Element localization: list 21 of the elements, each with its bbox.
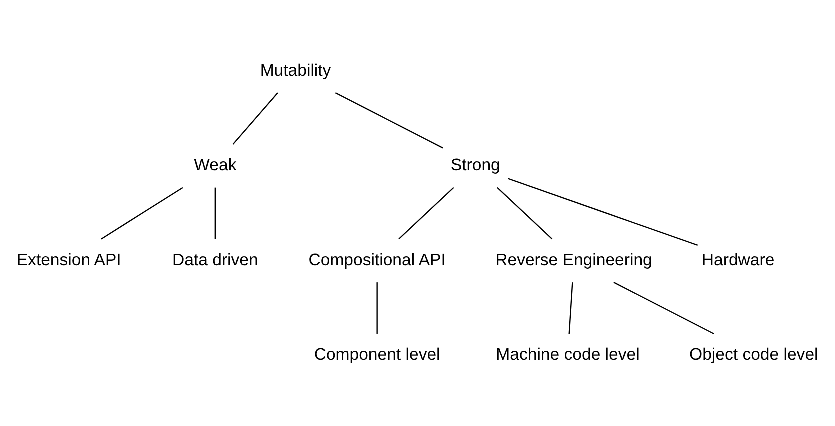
- connector: [398, 186, 454, 240]
- node-text: Extension API: [16, 250, 122, 269]
- node-text: Hardware: [702, 250, 775, 269]
- node-text: Mutability: [260, 60, 332, 80]
- node-text: Object code level: [690, 344, 818, 364]
- connector: [232, 92, 278, 144]
- connector: [335, 92, 444, 148]
- connector: [214, 187, 216, 239]
- node-text: Data driven: [172, 250, 258, 269]
- node-text: Strong: [450, 155, 500, 174]
- node-text: Compositional API: [308, 250, 446, 269]
- node-text: Machine code level: [496, 344, 640, 364]
- connector: [101, 186, 184, 240]
- node-text: Reverse Engineering: [496, 250, 652, 269]
- connector: [568, 282, 574, 334]
- node-text: Weak: [194, 155, 237, 174]
- connector: [614, 282, 714, 334]
- connector: [376, 282, 378, 334]
- node-text: Component level: [314, 344, 440, 364]
- connector: [508, 178, 698, 246]
- connector: [497, 186, 553, 240]
